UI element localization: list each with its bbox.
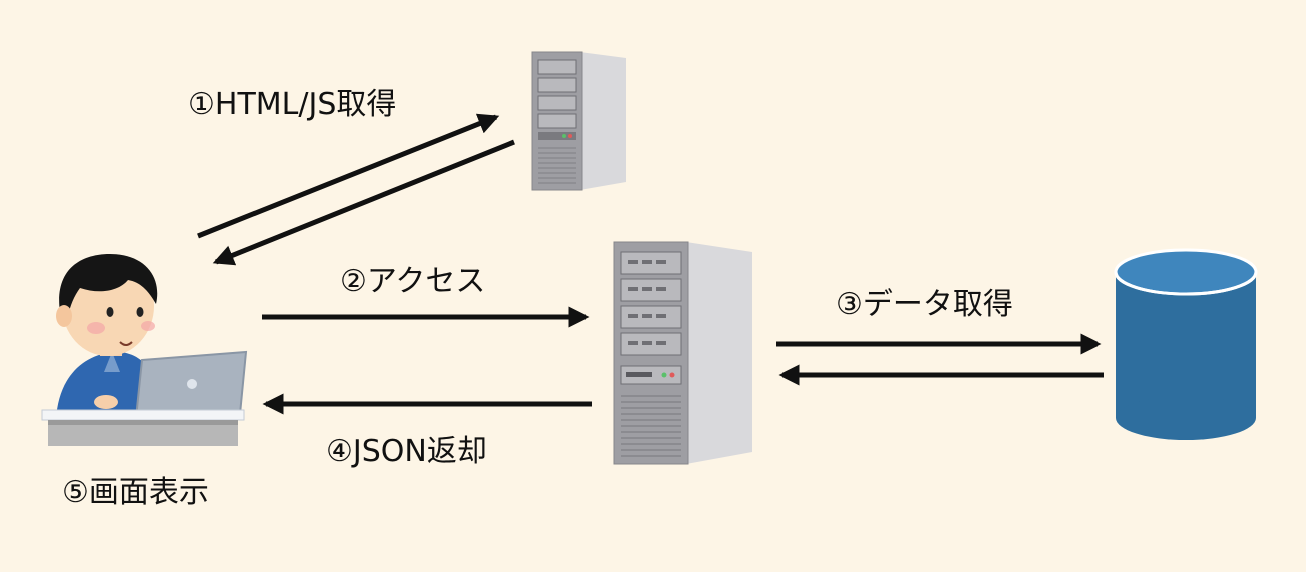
step3-label: ③データ取得: [836, 287, 1013, 322]
api-server-icon: [613, 241, 752, 465]
step2-label: ②アクセス: [340, 264, 486, 299]
arrow-request-html: [197, 113, 500, 239]
user-at-laptop-icon: [41, 254, 248, 446]
step4-label: ④JSON返却: [326, 434, 487, 469]
arrow-response-html: [212, 139, 515, 266]
step5-label: ⑤画面表示: [62, 475, 209, 510]
database-icon: [1114, 248, 1258, 440]
step1-label: ①HTML/JS取得: [188, 87, 397, 122]
arrows: [197, 113, 1104, 415]
web-server-icon: [531, 51, 626, 191]
